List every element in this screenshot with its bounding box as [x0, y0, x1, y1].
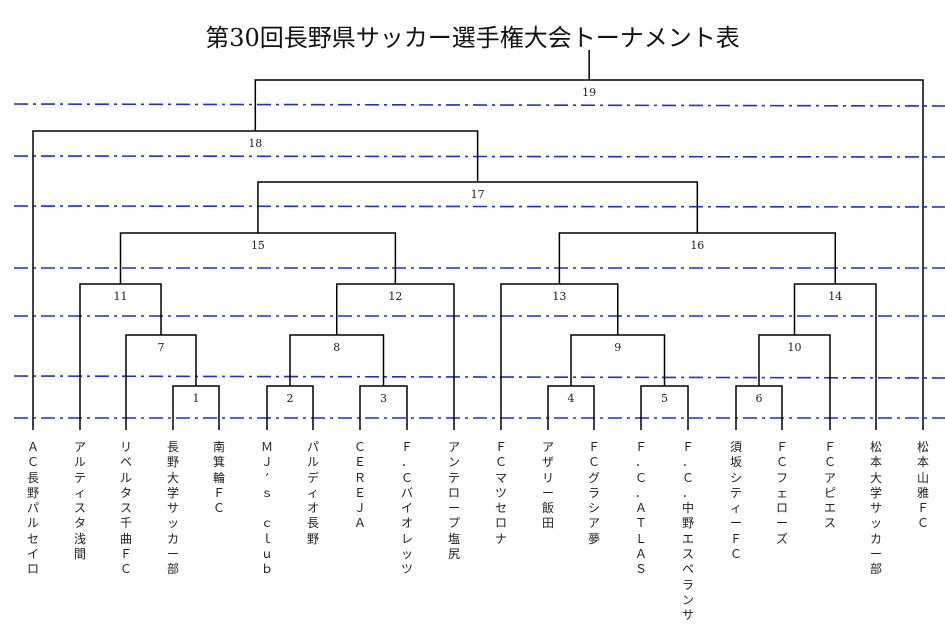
- round-divider-3: [13, 205, 945, 208]
- match-label: 15: [251, 239, 265, 252]
- round-dividers: [13, 103, 945, 419]
- round-divider-1: [13, 103, 945, 107]
- match-label: 11: [114, 290, 128, 303]
- match-label: 3: [380, 392, 387, 405]
- match-14-bracket: [793, 283, 877, 430]
- match-18-bracket: [32, 130, 479, 430]
- team-name: アンテロープ塩尻: [447, 440, 460, 562]
- round-divider-2: [13, 155, 945, 158]
- round-divider-6: [13, 375, 945, 379]
- match-label: 18: [248, 137, 262, 150]
- match-label: 17: [471, 188, 485, 201]
- team-name: 松本大学サッカー部: [869, 440, 882, 577]
- team-name: Ｆ．Ｃ．中野エスペランサ: [681, 440, 694, 623]
- match-label: 10: [788, 341, 802, 354]
- match-label: 16: [690, 239, 704, 252]
- match-label: 4: [568, 392, 575, 405]
- match-label: 9: [614, 341, 621, 354]
- match-label: 8: [333, 341, 340, 354]
- team-name: 長野大学サッカー部: [166, 440, 179, 577]
- match-label: 1: [193, 392, 200, 405]
- match-13-bracket: [500, 283, 619, 430]
- match-label: 13: [552, 290, 566, 303]
- page-title: 第30回長野県サッカー選手権大会トーナメント表: [205, 24, 740, 52]
- match-label: 7: [158, 341, 165, 354]
- match-label: 6: [756, 392, 763, 405]
- bracket-lines: [32, 50, 924, 430]
- match-11-bracket: [79, 283, 162, 430]
- match-label: 5: [661, 392, 668, 405]
- match-label: 19: [582, 86, 596, 99]
- team-name: アルティスタ浅間: [73, 440, 86, 562]
- match-label: 12: [388, 290, 402, 303]
- match-12-bracket: [336, 283, 455, 430]
- team-name: パルディオ長野: [306, 440, 319, 546]
- team-name: アザリー飯田: [541, 440, 554, 531]
- match-label: 2: [287, 392, 294, 405]
- match-label: 14: [828, 290, 842, 303]
